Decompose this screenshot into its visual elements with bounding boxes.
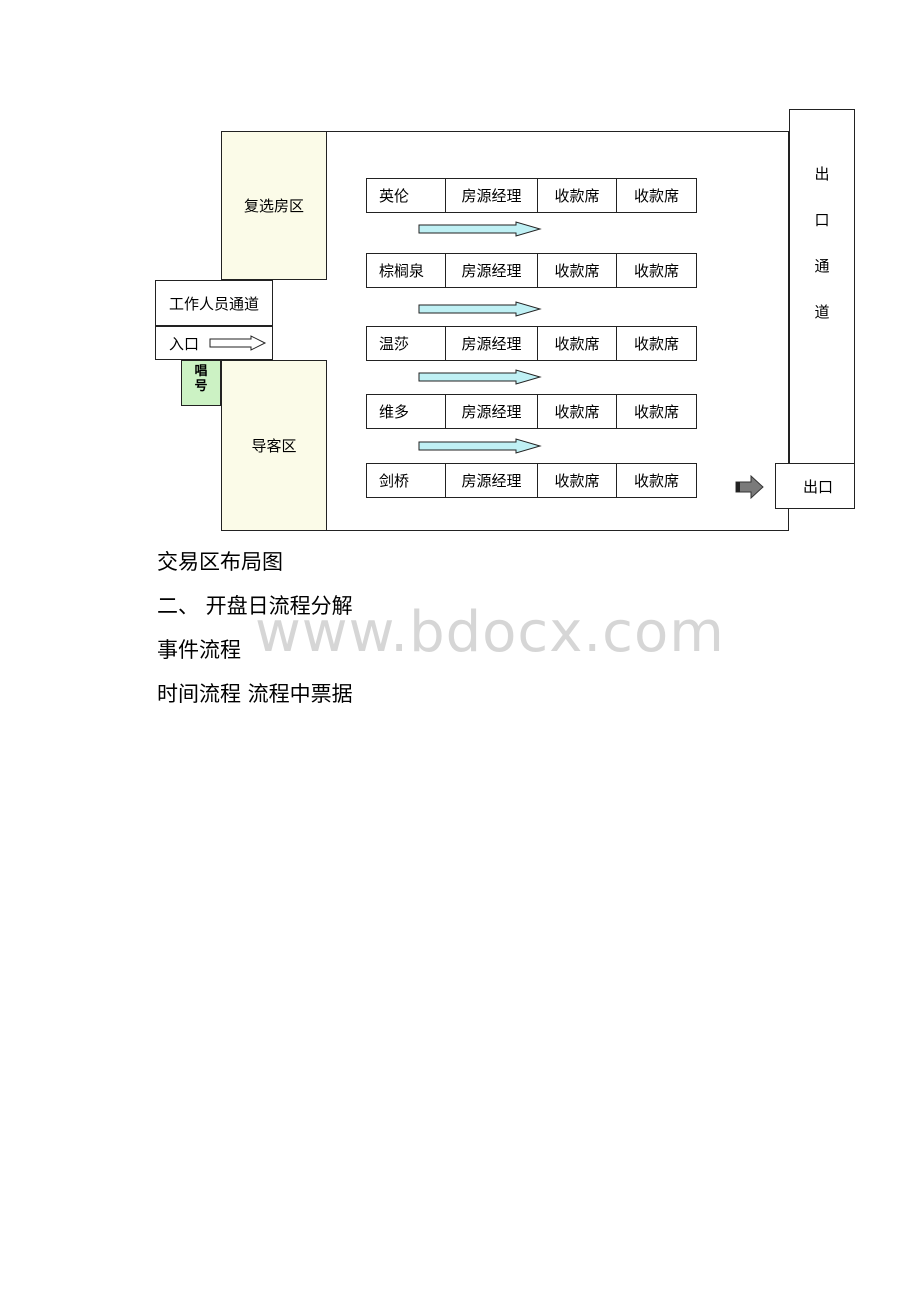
manager-text: 房源经理 <box>461 472 522 490</box>
entrance-label: 入口 <box>169 334 200 353</box>
counter-name: 英伦 <box>366 178 446 213</box>
review-room-label: 复选房区 <box>243 197 304 215</box>
exit-passage: 出 口 通 道 <box>789 109 855 464</box>
cashier-cell: 收款席 <box>616 326 697 361</box>
flow-arrow-icon <box>418 221 542 237</box>
manager-text: 房源经理 <box>461 262 522 280</box>
cashier-text: 收款席 <box>633 472 679 490</box>
exit-label: 出口 <box>803 477 834 496</box>
exit-passage-char-3: 通 <box>814 257 830 275</box>
guide-zone: 导客区 <box>221 360 327 531</box>
cashier-cell: 收款席 <box>537 394 617 429</box>
cashier-cell: 收款席 <box>537 253 617 288</box>
cashier-text: 收款席 <box>554 262 600 280</box>
exit-passage-char-2: 口 <box>814 211 830 229</box>
entrance-arrow-icon <box>209 335 267 351</box>
cashier-cell: 收款席 <box>616 178 697 213</box>
exit-box: 出口 <box>775 463 855 509</box>
counter-name: 棕榈泉 <box>366 253 446 288</box>
manager-cell: 房源经理 <box>445 326 538 361</box>
call-number-box: 唱 号 <box>181 360 221 406</box>
cashier-cell: 收款席 <box>616 253 697 288</box>
entrance: 入口 <box>155 326 273 360</box>
manager-cell: 房源经理 <box>445 253 538 288</box>
counter-name: 温莎 <box>366 326 446 361</box>
cashier-text: 收款席 <box>554 472 600 490</box>
cashier-text: 收款席 <box>554 335 600 353</box>
guide-zone-label: 导客区 <box>251 437 297 455</box>
counter-name: 剑桥 <box>366 463 446 498</box>
manager-cell: 房源经理 <box>445 394 538 429</box>
counter-name: 维多 <box>366 394 446 429</box>
flow-arrow-icon <box>418 301 542 317</box>
counter-name-text: 维多 <box>379 403 410 421</box>
manager-cell: 房源经理 <box>445 463 538 498</box>
staff-passage: 工作人员通道 <box>155 280 273 326</box>
exit-passage-char-1: 出 <box>814 165 830 183</box>
time-flow-line: 时间流程 流程中票据 <box>157 682 353 706</box>
cashier-text: 收款席 <box>633 403 679 421</box>
cashier-cell: 收款席 <box>616 463 697 498</box>
diagram-caption: 交易区布局图 <box>157 550 283 574</box>
counter-row: 剑桥 房源经理 收款席 收款席 <box>366 463 697 498</box>
manager-text: 房源经理 <box>461 187 522 205</box>
cashier-text: 收款席 <box>554 187 600 205</box>
call-number-char-1: 唱 <box>194 364 208 379</box>
cashier-text: 收款席 <box>633 335 679 353</box>
counter-name-text: 棕榈泉 <box>379 262 425 280</box>
event-flow-line: 事件流程 <box>157 638 241 662</box>
counter-row: 维多 房源经理 收款席 收款席 <box>366 394 697 429</box>
counter-name-text: 英伦 <box>379 187 410 205</box>
manager-text: 房源经理 <box>461 335 522 353</box>
counter-row: 英伦 房源经理 收款席 收款席 <box>366 178 697 213</box>
cashier-cell: 收款席 <box>537 463 617 498</box>
cashier-cell: 收款席 <box>537 326 617 361</box>
manager-text: 房源经理 <box>461 403 522 421</box>
cashier-text: 收款席 <box>554 403 600 421</box>
exit-arrow-icon <box>735 475 764 499</box>
section-heading: 二、 开盘日流程分解 <box>157 594 353 618</box>
review-room-zone: 复选房区 <box>221 131 327 280</box>
flow-arrow-icon <box>418 438 542 454</box>
counter-row: 棕榈泉 房源经理 收款席 收款席 <box>366 253 697 288</box>
cashier-cell: 收款席 <box>537 178 617 213</box>
counter-name-text: 温莎 <box>379 335 410 353</box>
exit-passage-char-4: 道 <box>814 303 830 321</box>
flow-arrow-icon <box>418 369 542 385</box>
cashier-text: 收款席 <box>633 187 679 205</box>
counter-row: 温莎 房源经理 收款席 收款席 <box>366 326 697 361</box>
counter-name-text: 剑桥 <box>379 472 410 490</box>
watermark: www.bdocx.com <box>255 600 725 665</box>
call-number-char-2: 号 <box>194 379 208 394</box>
cashier-cell: 收款席 <box>616 394 697 429</box>
staff-passage-label: 工作人员通道 <box>169 294 260 313</box>
cashier-text: 收款席 <box>633 262 679 280</box>
manager-cell: 房源经理 <box>445 178 538 213</box>
